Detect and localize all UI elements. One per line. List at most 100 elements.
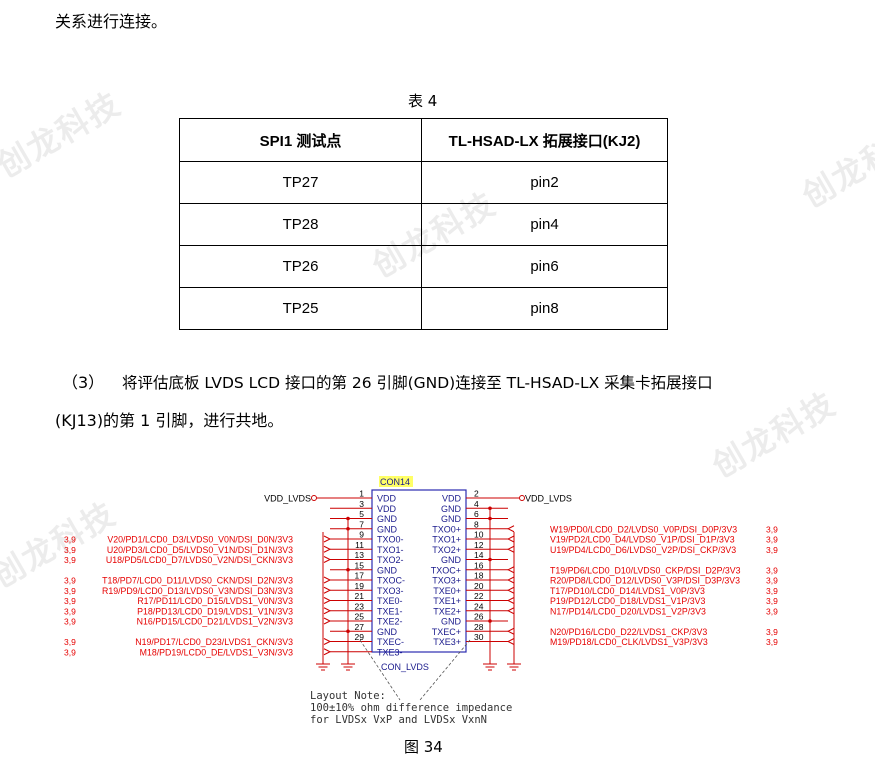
sheet-reference: 3,9 (766, 586, 778, 596)
pin-number: 8 (474, 519, 479, 529)
pin-number: 15 (355, 560, 365, 570)
sheet-reference: 3,9 (64, 606, 76, 616)
signal-net-label: U19/PD4/LCD0_D6/LVDS0_V2P/DSI_CKP/3V3 (550, 545, 736, 555)
junction-dot (346, 516, 350, 521)
watermark: 创龙科技 (0, 84, 128, 186)
power-net-label: VDD_LVDS (525, 494, 572, 504)
signal-net-label: N17/PD14/LCD0_D20/LVDS1_V2P/3V3 (550, 606, 706, 616)
signal-net-label: V19/PD2/LCD0_D4/LVDS0_V1P/DSI_D1P/3V3 (550, 535, 735, 545)
pin-name: GND (441, 514, 462, 524)
pin-name: TXE1+ (433, 596, 461, 606)
pin-number: 16 (474, 560, 484, 570)
signal-net-label: U18/PD5/LCD0_D7/LVDS0_V2N/DSI_CKN/3V3 (106, 555, 293, 565)
pin-number: 13 (355, 550, 365, 560)
pin-number: 12 (474, 540, 484, 550)
signal-arrow (323, 545, 332, 553)
lvds-connector-schematic: CON14 CON_LVDS VDD1VDD_LVDSVDD3GND5GND7T… (64, 476, 778, 726)
signal-net-label: T17/PD10/LCD0_D14/LVDS1_V0P/3V3 (550, 586, 705, 596)
sheet-reference: 3,9 (64, 576, 76, 586)
pin-group: VDD1VDD_LVDSVDD3GND5GND7TXO0-9V20/PD1/LC… (64, 489, 778, 658)
pin-name: VDD (442, 494, 462, 504)
signal-net-label: M18/PD19/LCD0_DE/LVDS1_V3N/3V3 (140, 647, 293, 657)
pin-name: TXE2+ (433, 606, 461, 616)
pin-name: TXE3- (377, 647, 403, 657)
pin-name: GND (441, 617, 462, 627)
pin-number: 22 (474, 591, 484, 601)
sheet-reference: 3,9 (766, 606, 778, 616)
pin-number: 2 (474, 489, 479, 499)
signal-arrow (323, 556, 332, 563)
pin-number: 4 (474, 499, 479, 509)
pin-number: 26 (474, 612, 484, 622)
step-text-continued: (KJ13)的第 1 引脚，进行共地。 (55, 411, 284, 430)
signal-arrow (506, 586, 515, 594)
sheet-reference: 3,9 (64, 545, 76, 555)
sheet-reference: 3,9 (766, 524, 778, 534)
signal-arrow (506, 597, 515, 604)
pin-name: VDD (377, 494, 397, 504)
figure-caption: 图 34 (404, 738, 443, 756)
power-net-label: VDD_LVDS (264, 494, 311, 504)
signal-net-label: P19/PD12/LCD0_D18/LVDS1_V1P/3V3 (550, 596, 705, 606)
pin-name: TXE3+ (433, 637, 461, 647)
pin-name: TXE1- (377, 606, 403, 616)
signal-arrow (506, 566, 515, 574)
signal-arrow (323, 586, 332, 594)
table-caption: 表 4 (408, 92, 438, 110)
sheet-reference: 3,9 (766, 637, 778, 647)
junction-dot (346, 567, 350, 572)
signal-net-label: R20/PD8/LCD0_D12/LVDS0_V3P/DSI_D3P/3V3 (550, 576, 740, 586)
pin-number: 27 (355, 622, 365, 632)
layout-note-line: 100±10% ohm difference impedance (310, 702, 512, 714)
pin-name: GND (377, 524, 398, 534)
pin-number: 1 (359, 489, 364, 499)
pin-number: 20 (474, 581, 484, 591)
junction-dot (488, 506, 492, 511)
pin-name: TXE2- (377, 617, 403, 627)
table-cell: pin8 (421, 287, 668, 330)
pin-number: 14 (474, 550, 484, 560)
signal-arrow (506, 545, 515, 553)
pin-number: 7 (359, 519, 364, 529)
note-leader (359, 639, 401, 701)
signal-net-label: N20/PD16/LCD0_D22/LVDS1_CKP/3V3 (550, 627, 707, 637)
watermark: 创龙科技 (795, 114, 875, 216)
junction-dot (488, 516, 492, 521)
signal-net-label: V20/PD1/LCD0_D3/LVDS0_V0N/DSI_D0N/3V3 (107, 535, 293, 545)
junction-dot (488, 557, 492, 562)
pin-name: TXO1+ (432, 535, 461, 545)
pin-name: TXO0+ (432, 524, 461, 534)
signal-arrow (323, 607, 332, 615)
ground-group (316, 506, 521, 671)
table-header-row: SPI1 测试点 TL-HSAD-LX 拓展接口(KJ2) (179, 118, 668, 162)
power-port (519, 495, 525, 501)
intro-text: 关系进行连接。 (55, 12, 168, 31)
pin-name: TXO3- (377, 586, 404, 596)
pin-name: TXO1- (377, 545, 404, 555)
signal-arrow (506, 607, 515, 615)
sheet-reference: 3,9 (64, 535, 76, 545)
pin-name: GND (441, 555, 462, 565)
table-header: SPI1 测试点 (179, 118, 422, 162)
pin-number: 30 (474, 632, 484, 642)
sheet-reference: 3,9 (766, 576, 778, 586)
pin-name: TXO2+ (432, 545, 461, 555)
signal-arrow (506, 627, 515, 635)
signal-arrow (506, 638, 515, 645)
pin-name: TXOC- (377, 576, 405, 586)
pin-number: 19 (355, 581, 365, 591)
pin-name: TXO2- (377, 555, 404, 565)
sheet-reference: 3,9 (64, 647, 76, 657)
sheet-reference: 3,9 (64, 637, 76, 647)
signal-arrow (506, 525, 515, 533)
pin-name: GND (441, 504, 462, 514)
step-number: （3） (62, 373, 105, 392)
signal-net-label: N16/PD15/LCD0_D21/LVDS1_V2N/3V3 (137, 617, 293, 627)
pin-name: VDD (377, 504, 397, 514)
pin-number: 5 (359, 509, 364, 519)
table-row: TP28 pin4 (179, 203, 668, 246)
table-cell: pin6 (421, 245, 668, 288)
test-point-table: SPI1 测试点 TL-HSAD-LX 拓展接口(KJ2) TP27 pin2 … (179, 118, 668, 330)
table-cell: pin2 (421, 161, 668, 204)
signal-net-label: R17/PD11/LCD0_D15/LVDS1_V0N/3V3 (137, 596, 293, 606)
